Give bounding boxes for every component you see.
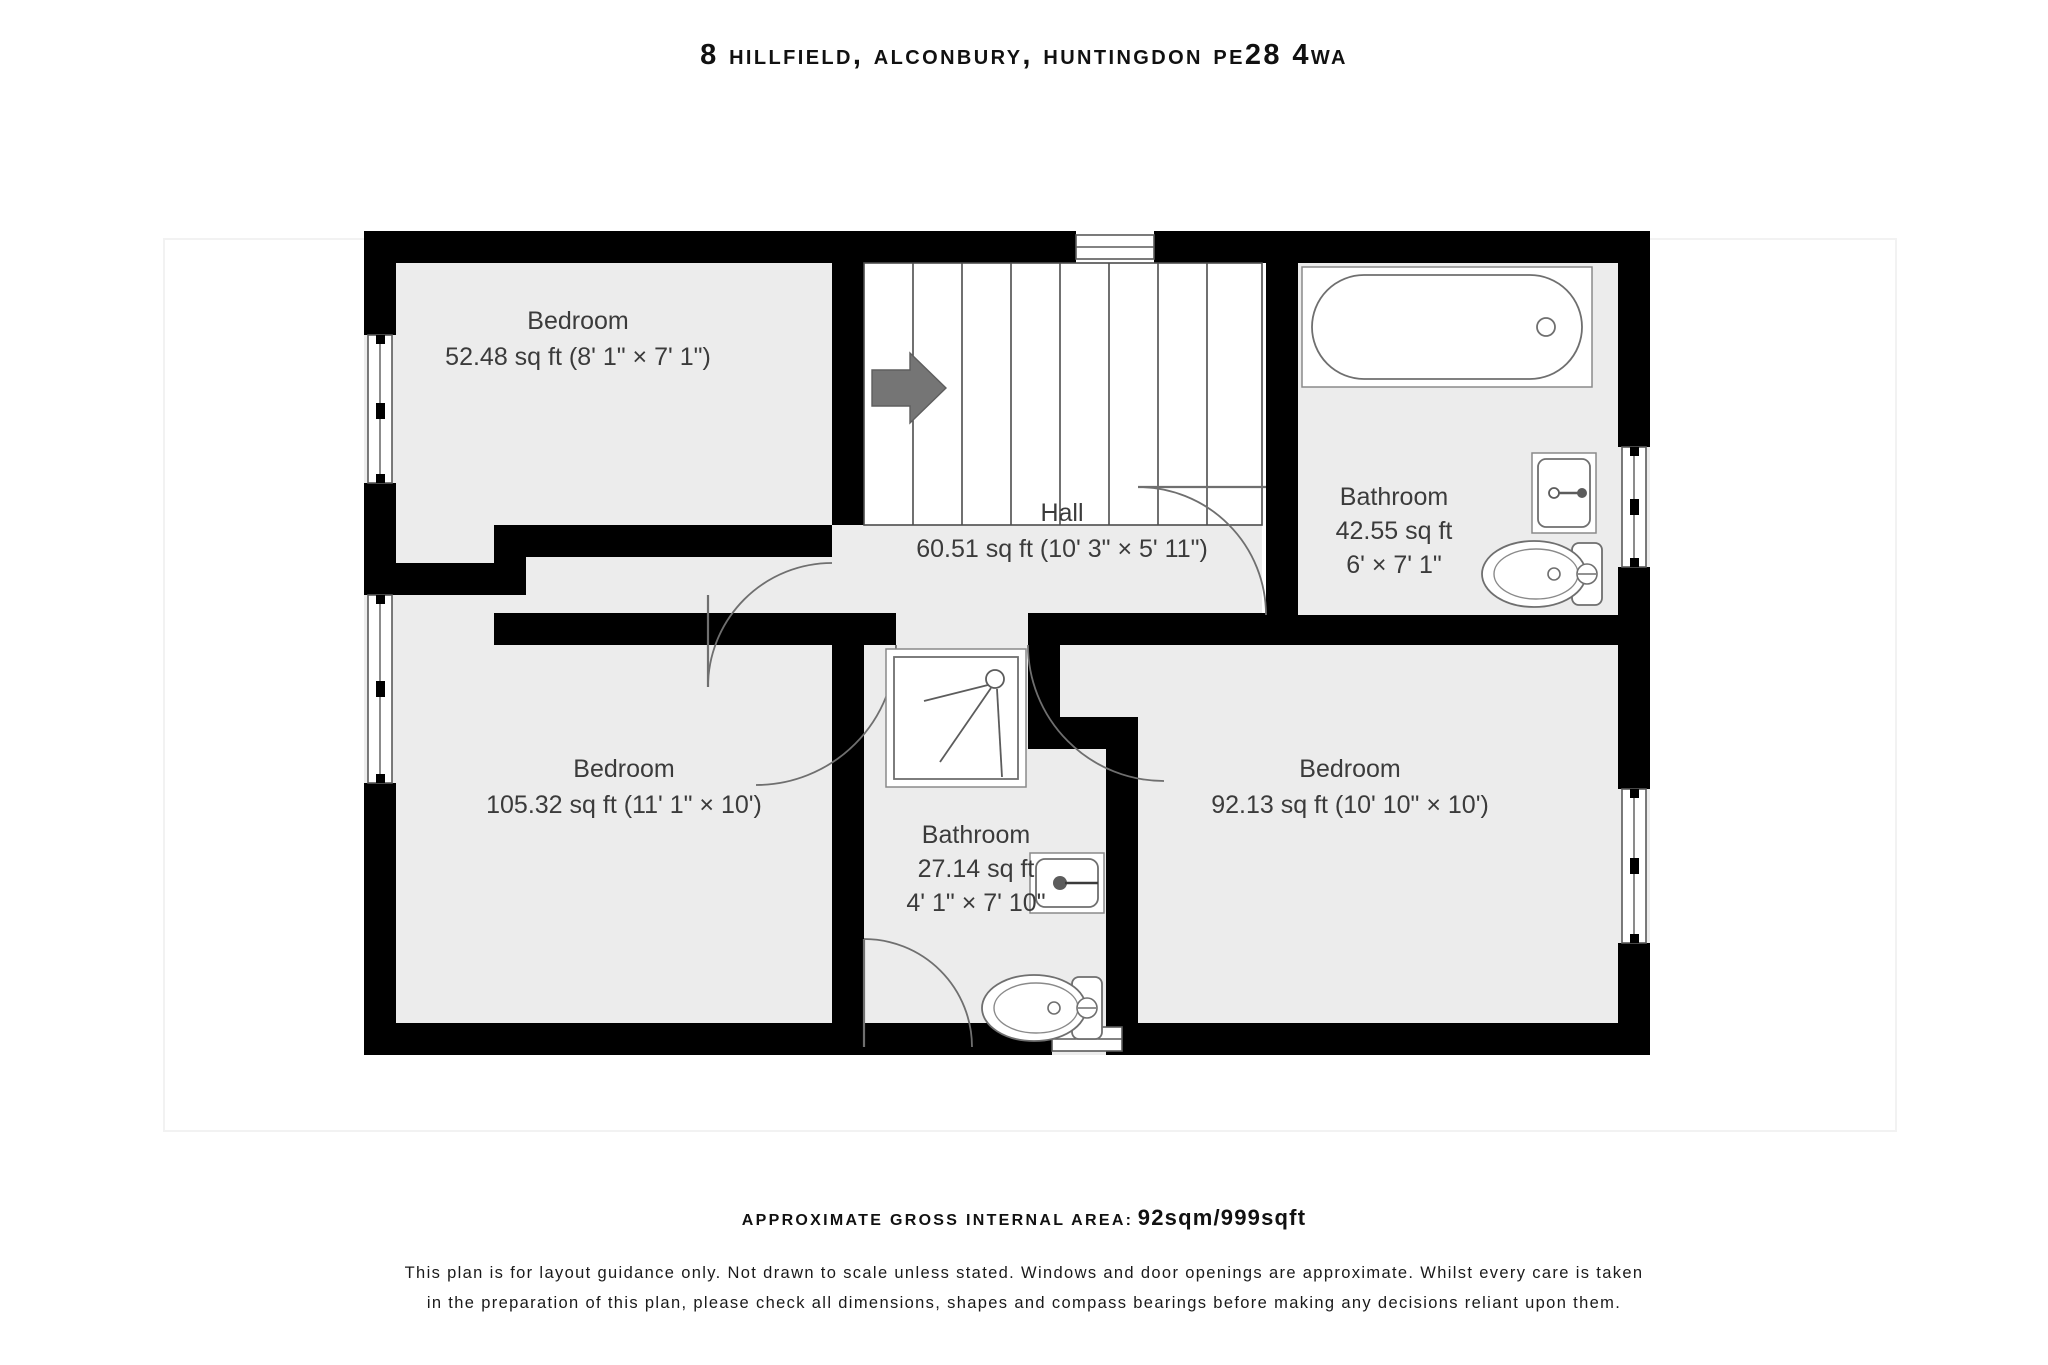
- wall-bath-mid-right-lower: [1106, 717, 1138, 1055]
- toilet-icon: [1481, 540, 1603, 608]
- wall-left-mid: [364, 483, 396, 595]
- wall-bedroom-bl-right: [832, 645, 864, 1055]
- room-label-bathroom-middle: Bathroom 27.14 sq ft 4' 1" × 7' 10": [906, 821, 1045, 917]
- disclaimer-line-2: in the preparation of this plan, please …: [426, 1294, 1622, 1312]
- wall-internal-tl-bottom-b: [494, 525, 832, 557]
- title-bar: 8 Hillfield, Alconbury, Huntingdon PE28 …: [0, 0, 2048, 110]
- room-label-bedroom-bottom-right: Bedroom 92.13 sq ft (10' 10" × 10'): [1211, 755, 1489, 819]
- fill-bedroom-bottom-right: [1060, 645, 1650, 1055]
- room-dims: 92.13 sq ft (10' 10" × 10'): [1211, 791, 1489, 819]
- fill-bedroom-bottom-left: [364, 577, 862, 1055]
- wall-top-right: [1154, 231, 1650, 263]
- door-arc-bathroom-tr: [1137, 486, 1267, 616]
- window-left-lower: [367, 594, 393, 784]
- room-label-bedroom-bottom-left: Bedroom 105.32 sq ft (11' 1" × 10'): [486, 755, 762, 819]
- page-title: 8 Hillfield, Alconbury, Huntingdon PE28 …: [700, 38, 1348, 71]
- window-right-upper: [1621, 446, 1647, 568]
- room-label-hall: Hall 60.51 sq ft (10' 3" × 5' 11"): [916, 499, 1208, 563]
- wall-right-lower: [1618, 943, 1650, 1055]
- walls: [364, 231, 1650, 1055]
- staircase-icon: [863, 262, 1263, 526]
- area-value: 92sqm/999sqft: [1137, 1205, 1307, 1230]
- room-name: Bedroom: [1299, 755, 1400, 783]
- wall-top-left: [364, 231, 1076, 263]
- wall-bathroom-tr-bottom: [1266, 615, 1650, 645]
- wall-right-mid: [1618, 567, 1650, 789]
- wall-left-lower: [364, 783, 396, 1055]
- door-arc-bedroom-top-left: [707, 562, 833, 688]
- room-dims: 105.32 sq ft (11' 1" × 10'): [486, 791, 762, 819]
- room-label-bathroom-top-right: Bathroom 42.55 sq ft 6' × 7' 1": [1336, 483, 1453, 579]
- room-dims: 27.14 sq ft: [918, 855, 1035, 883]
- floor-plan-svg: GIGGS & McGRATH: [150, 225, 1910, 1145]
- shower-icon: [885, 648, 1027, 788]
- room-dims: 42.55 sq ft: [1336, 517, 1453, 545]
- door-arc-bathroom-mid: [863, 938, 973, 1048]
- room-label-bedroom-top-left: Bedroom 52.48 sq ft (8' 1" × 7' 1"): [445, 307, 711, 371]
- room-dims: 60.51 sq ft (10' 3" × 5' 11"): [916, 535, 1208, 563]
- arrow-right-icon: [871, 351, 948, 425]
- room-name: Bedroom: [527, 307, 628, 335]
- wall-hall-mid-left-stub: [864, 613, 896, 645]
- wall-hall-bottom-right: [1060, 613, 1298, 645]
- wall-left-upper: [364, 231, 396, 335]
- disclaimer-line-1: This plan is for layout guidance only. N…: [404, 1264, 1644, 1282]
- floor-plan-canvas: GIGGS & McGRATH: [150, 225, 1910, 1145]
- disclaimer: This plan is for layout guidance only. N…: [0, 1258, 2048, 1318]
- wall-right-upper: [1618, 231, 1650, 447]
- wall-internal-tl-hall: [832, 263, 864, 525]
- window-top-landing: [1075, 234, 1155, 260]
- wall-bathroom-tr-left: [1266, 263, 1298, 615]
- window-left-upper: [367, 334, 393, 484]
- room-name: Bathroom: [1340, 483, 1448, 511]
- fill-bedroom-top-left: [364, 263, 864, 563]
- window-right-lower: [1621, 788, 1647, 944]
- room-dims-2: 4' 1" × 7' 10": [906, 889, 1045, 917]
- room-name: Bedroom: [573, 755, 674, 783]
- wall-hall-mid-right-stub: [1028, 613, 1060, 645]
- toilet-icon: [981, 974, 1103, 1042]
- wall-bottom-left: [364, 1023, 1052, 1055]
- room-dims: 52.48 sq ft (8' 1" × 7' 1"): [445, 343, 711, 371]
- room-name: Hall: [1040, 499, 1083, 527]
- door-arc-hall-br: [1027, 644, 1165, 782]
- room-name: Bathroom: [922, 821, 1030, 849]
- washbasin-icon: [1531, 452, 1597, 534]
- washbasin-icon: [1029, 852, 1105, 914]
- wall-hall-bottom-left: [494, 613, 864, 645]
- wall-bottom-right: [1122, 1023, 1650, 1055]
- bathtub-icon: [1301, 266, 1593, 388]
- room-labels: Bedroom 52.48 sq ft (8' 1" × 7' 1") Hall…: [445, 307, 1489, 917]
- room-dims-2: 6' × 7' 1": [1346, 551, 1442, 579]
